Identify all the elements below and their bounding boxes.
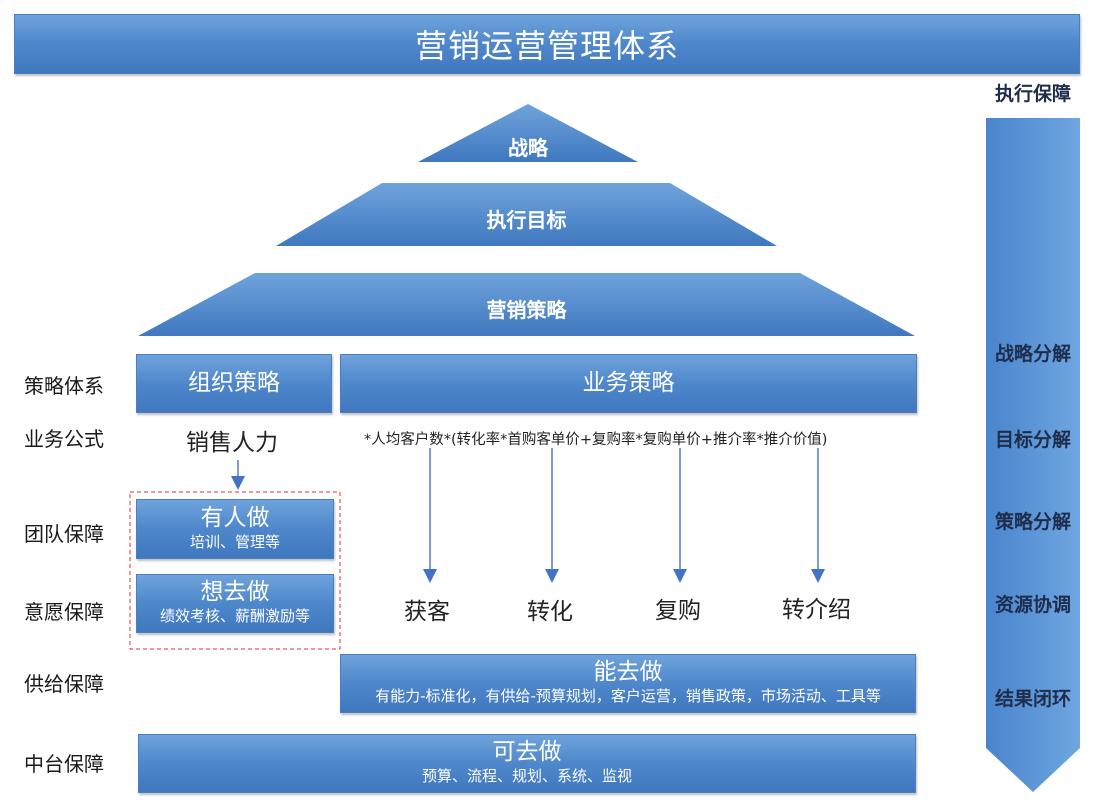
row-label-middle-platform: 中台保障 bbox=[24, 752, 104, 776]
pyramid-bottom-label: 营销策略 bbox=[138, 290, 915, 326]
pyramid-middle-shape bbox=[276, 183, 777, 246]
org-strategy-box: 组织策略 bbox=[136, 354, 332, 413]
side-item-text: 策略分解 bbox=[994, 510, 1071, 533]
pyramid-top-label: 战略 bbox=[418, 130, 638, 162]
pyramid-middle-text: 执行目标 bbox=[486, 207, 567, 232]
business-formula-text: *人均客户数*(转化率*首购客单价+复购率*复购单价+推介率*推介价值) bbox=[364, 432, 828, 448]
row-label-strategy-system: 策略体系 bbox=[24, 374, 104, 398]
pyramid-top-text: 战略 bbox=[508, 135, 548, 160]
outcome-convert: 转化 bbox=[527, 599, 573, 625]
side-header: 执行保障 bbox=[980, 78, 1086, 106]
org-dashed-frame bbox=[129, 491, 341, 650]
business-strategy-text: 业务策略 bbox=[582, 369, 675, 396]
outcome-repurchase: 复购 bbox=[655, 598, 701, 624]
can-sub: 预算、流程、规划、系统、监视 bbox=[421, 767, 632, 786]
side-item-text: 战略分解 bbox=[994, 342, 1071, 365]
business-strategy-box: 业务策略 bbox=[340, 354, 917, 413]
side-arrow-shape bbox=[986, 118, 1080, 792]
side-item-result-loop: 结果闭环 bbox=[986, 683, 1080, 711]
someone-box: 有人做 培训、管理等 bbox=[136, 499, 334, 559]
row-label-team: 团队保障 bbox=[24, 522, 104, 546]
page-title: 营销运营管理体系 bbox=[414, 27, 679, 65]
outcome-acquire: 获客 bbox=[404, 599, 450, 625]
pyramid-middle-label: 执行目标 bbox=[276, 200, 777, 236]
side-item-policy-decompose: 策略分解 bbox=[986, 506, 1080, 534]
side-item-text: 资源协调 bbox=[994, 593, 1071, 616]
outcome-referral: 转介绍 bbox=[782, 597, 851, 623]
side-item-target-decompose: 目标分解 bbox=[986, 424, 1080, 452]
side-item-text: 结果闭环 bbox=[994, 687, 1071, 710]
can-box: 可去做 预算、流程、规划、系统、监视 bbox=[138, 734, 916, 793]
row-label-supply: 供给保障 bbox=[24, 672, 104, 696]
sales-force-label: 销售人力 bbox=[186, 430, 278, 456]
pyramid-top-shape bbox=[418, 104, 638, 162]
willing-box: 想去做 绩效考核、薪酬激励等 bbox=[136, 574, 334, 633]
row-label-willingness: 意愿保障 bbox=[24, 600, 104, 624]
row-label-business-formula: 业务公式 bbox=[24, 427, 104, 451]
capable-title: 能去做 bbox=[593, 659, 663, 686]
pyramid-bottom-text: 营销策略 bbox=[486, 297, 567, 322]
side-item-strategy-decompose: 战略分解 bbox=[986, 338, 1080, 366]
willing-sub: 绩效考核、薪酬激励等 bbox=[159, 607, 310, 626]
org-strategy-text: 组织策略 bbox=[188, 369, 280, 396]
capable-box: 能去做 有能力-标准化，有供给-预算规划，客户运营，销售政策，市场活动、工具等 bbox=[340, 654, 916, 713]
side-header-text: 执行保障 bbox=[994, 82, 1071, 105]
title-banner: 营销运营管理体系 bbox=[14, 14, 1080, 74]
side-item-text: 目标分解 bbox=[994, 428, 1071, 451]
can-title: 可去做 bbox=[492, 739, 562, 766]
willing-title: 想去做 bbox=[200, 579, 270, 606]
capable-sub: 有能力-标准化，有供给-预算规划，客户运营，销售政策，市场活动、工具等 bbox=[375, 687, 881, 706]
someone-title: 有人做 bbox=[200, 504, 270, 531]
side-item-resource-coordination: 资源协调 bbox=[986, 589, 1080, 617]
pyramid-bottom-shape bbox=[138, 273, 915, 336]
someone-sub: 培训、管理等 bbox=[189, 532, 280, 551]
